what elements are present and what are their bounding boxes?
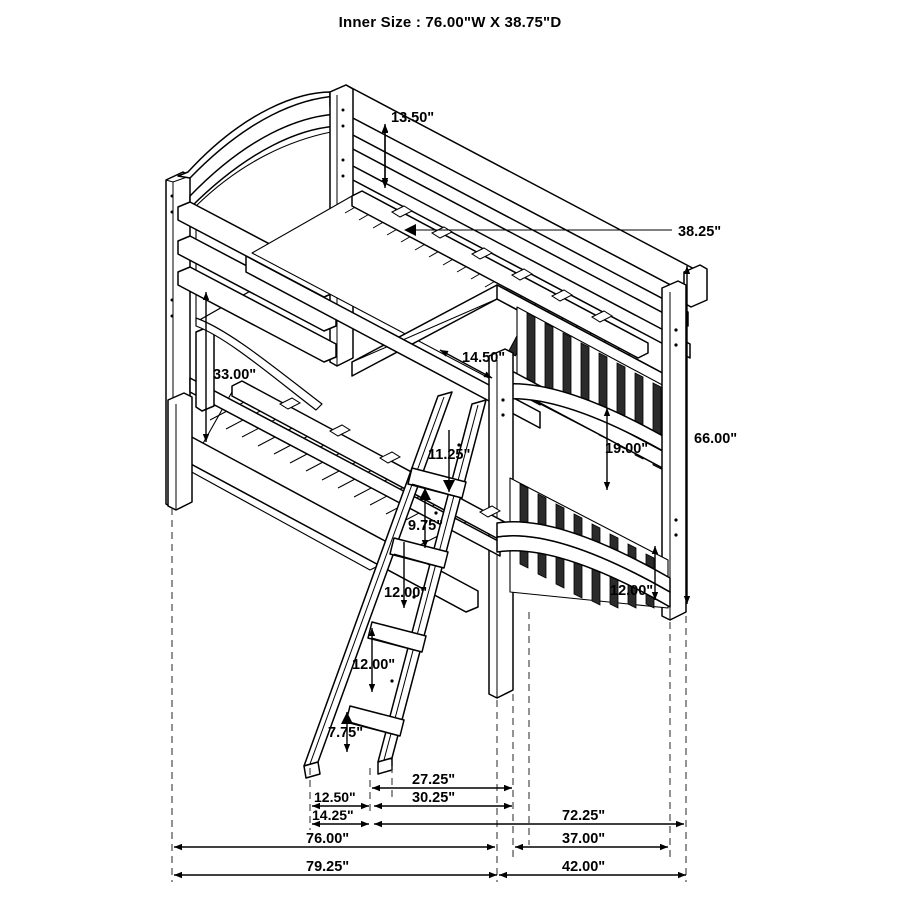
- dimension-37-00: 37.00": [515, 831, 668, 851]
- dimension-12-50: 12.50": [312, 789, 369, 810]
- ladder: [303, 391, 487, 779]
- dimension-72-25: 72.25": [374, 808, 684, 828]
- dimension-label-38-25: 38.25": [678, 224, 721, 240]
- dimension-label-13-50: 13.50": [391, 110, 434, 126]
- dimension-13-50: 13.50": [381, 110, 434, 188]
- dimension-label-12-00-c: 12.00": [610, 583, 653, 599]
- dimension-label-72-25: 72.25": [562, 808, 605, 824]
- dimension-label-12-00-b: 12.00": [352, 657, 395, 673]
- dimension-label-9-75: 9.75": [408, 518, 443, 534]
- dimension-9-75: 9.75": [408, 488, 443, 548]
- dimension-label-79-25: 79.25": [306, 859, 349, 875]
- dimension-76-00: 76.00": [174, 831, 495, 851]
- dimension-label-14-50: 14.50": [462, 350, 505, 366]
- dimension-label-33-00: 33.00": [213, 367, 256, 383]
- fastener-dots: [170, 108, 345, 318]
- dimension-79-25: 79.25": [174, 859, 497, 879]
- leg-left-rear: [195, 326, 215, 412]
- dimension-14-25: 14.25": [312, 807, 369, 828]
- dimension-12-00-right: 12.00": [610, 546, 659, 600]
- dimension-12-00-ladder-upper: 12.00": [384, 542, 427, 608]
- dimension-label-42-00: 42.00": [562, 859, 605, 875]
- dimension-label-14-25: 14.25": [312, 807, 354, 823]
- dimension-label-76-00: 76.00": [306, 831, 349, 847]
- dimension-label-11-25: 11.25": [428, 447, 470, 463]
- dimension-30-25: 30.25": [374, 790, 512, 810]
- dimension-38-25: 38.25": [404, 224, 721, 240]
- bunk-bed-illustration: [165, 84, 708, 779]
- dimension-label-66-00: 66.00": [694, 431, 737, 447]
- dimension-label-12-00-a: 12.00": [384, 585, 427, 601]
- dimension-66-00: 66.00": [683, 266, 737, 604]
- leg-left-front: [167, 392, 193, 511]
- dimension-label-37-00: 37.00": [562, 831, 605, 847]
- dimension-27-25: 27.25": [372, 772, 512, 792]
- dimension-19-00: 19.00": [603, 408, 648, 490]
- dimension-label-12-50: 12.50": [314, 789, 356, 805]
- dimension-42-00: 42.00": [499, 859, 686, 879]
- diagonal-brace-left: [195, 317, 323, 411]
- dimension-label-27-25: 27.25": [412, 772, 455, 788]
- lower-bunk-rear-rail: [189, 377, 501, 557]
- page-title: Inner Size : 76.00"W X 38.75"D: [338, 14, 562, 31]
- dimension-label-7-75: 7.75": [328, 725, 363, 741]
- dimension-14-50: 14.50": [439, 349, 505, 379]
- footboard-upper-panel: [496, 284, 671, 473]
- dimension-33-00: 33.00": [202, 292, 256, 442]
- dimension-7-75: 7.75": [328, 712, 363, 752]
- dimension-11-25: 11.25": [428, 430, 470, 492]
- dimension-label-19-00: 19.00": [605, 441, 648, 457]
- dimension-label-30-25: 30.25": [412, 790, 455, 806]
- dimension-12-00-ladder-lower: 12.00": [352, 628, 395, 692]
- post-front-right: [661, 280, 687, 621]
